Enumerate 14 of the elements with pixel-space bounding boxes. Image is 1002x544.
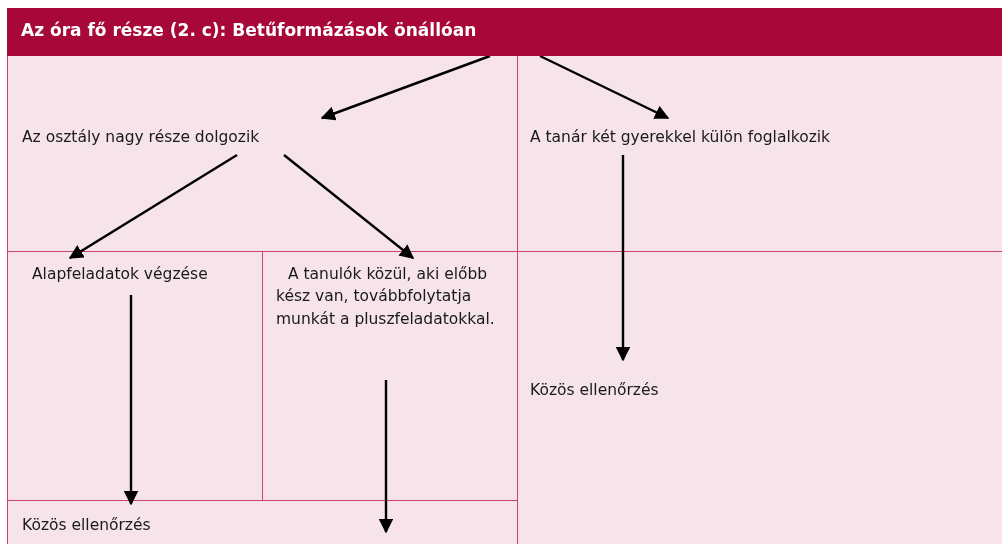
step-text: Közös ellenőrzés: [20, 504, 510, 544]
arrow: [283, 154, 415, 259]
arrow: [378, 380, 394, 534]
arrow: [615, 155, 631, 362]
step-text: A tanulók közül, aki előbb kész van, továbbfolytatja munkát a pluszfeladatokkal.: [274, 258, 510, 380]
step-text: A tanár két gyerekkel külön foglalkozik: [528, 118, 918, 155]
arrow: [320, 54, 491, 121]
step-text: Alapfeladatok végzése: [30, 258, 252, 295]
arrow: [539, 54, 670, 120]
arrow: [123, 295, 139, 506]
step-text: Közös ellenőrzés: [528, 360, 828, 410]
step-text: Az osztály nagy része dolgozik: [20, 118, 330, 155]
header-band: Az óra fő része (2. c): Betűformázások önállóan: [7, 8, 1002, 56]
arrow: [68, 153, 238, 260]
